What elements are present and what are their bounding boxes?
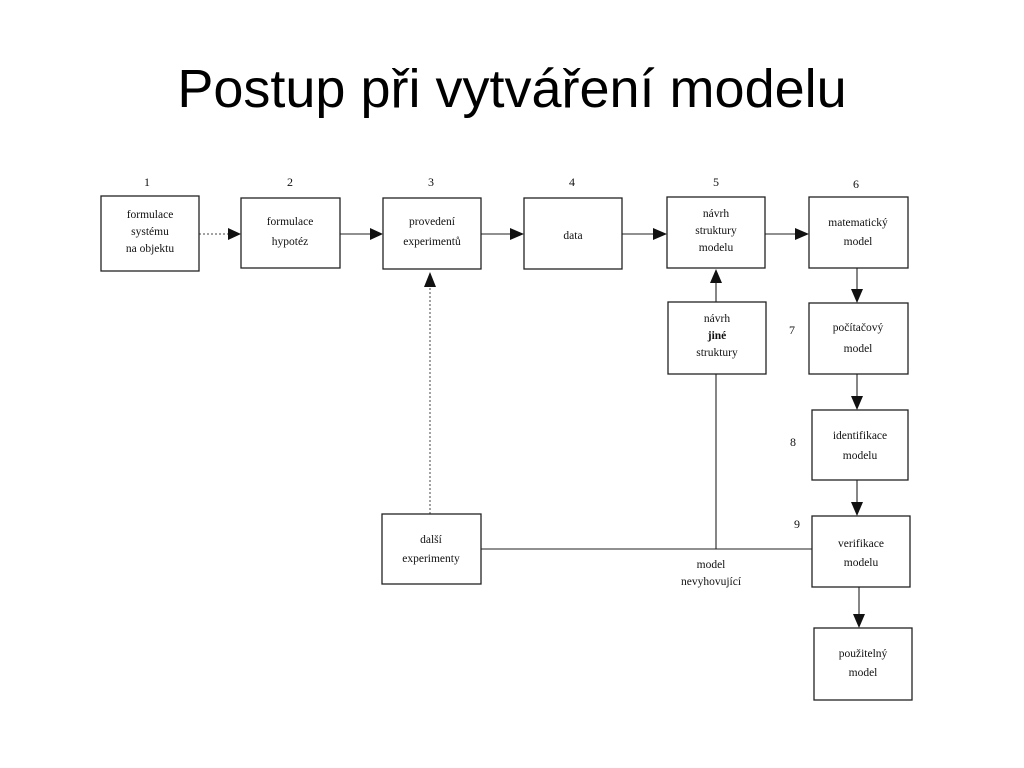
step-4-line-1: data (563, 230, 582, 242)
step-number-2: 2 (287, 175, 293, 189)
step-1-line-2: systému (131, 226, 169, 238)
more-experiments-line-2: experimenty (402, 553, 460, 565)
arrow-head-alt-5 (710, 269, 722, 283)
arrow-head-5-6 (795, 228, 809, 240)
feedback-label-line-1: model (697, 559, 726, 571)
step-5-line-3: modelu (699, 242, 734, 254)
alt-structure-line-2: jiné (707, 330, 727, 342)
step-9-line-1: verifikace (838, 538, 884, 550)
step-box-5: návrh struktury modelu (666, 196, 766, 269)
step-box-7: počítačový model (808, 302, 909, 375)
alt-structure-box: návrh jiné struktury (667, 301, 767, 375)
step-number-3: 3 (428, 175, 434, 189)
step-3-line-1: provedení (409, 216, 456, 228)
step-8-line-2: modelu (843, 450, 878, 462)
step-5-line-1: návrh (703, 208, 729, 220)
step-numbers: 1 2 3 4 5 6 7 8 9 (144, 175, 859, 531)
step-2-line-2: hypotéz (272, 236, 308, 248)
alt-structure-line-1: návrh (704, 313, 730, 325)
step-number-9: 9 (794, 517, 800, 531)
step-6-line-1: matematický (828, 217, 888, 229)
step-3-line-2: experimentů (403, 235, 461, 248)
step-box-6: matematický model (808, 196, 909, 269)
step-8-line-1: identifikace (833, 430, 887, 442)
arrow-head-9-usable (853, 614, 865, 628)
step-box-8: identifikace modelu (811, 409, 909, 481)
step-number-8: 8 (790, 435, 796, 449)
more-experiments-box: další experimenty (381, 513, 482, 585)
step-1-line-1: formulace (127, 209, 174, 221)
step-number-6: 6 (853, 177, 859, 191)
arrow-head-6-7 (851, 289, 863, 303)
arrow-head-4-5 (653, 228, 667, 240)
step-6-line-2: model (844, 236, 873, 248)
arrow-head-2-3 (370, 228, 383, 240)
feedback-label: model nevyhovující (681, 559, 742, 588)
alt-structure-line-3: struktury (696, 347, 738, 359)
step-5-line-2: struktury (695, 225, 737, 237)
connectors (199, 228, 865, 628)
step-7-line-2: model (844, 343, 873, 355)
step-box-9: verifikace modelu (811, 515, 911, 588)
step-box-3: provedení experimentů (382, 197, 482, 270)
usable-model-line-1: použitelný (839, 648, 888, 660)
arrow-head-1-2 (228, 228, 241, 240)
step-box-2: formulace hypotéz (240, 197, 341, 269)
step-7-line-1: počítačový (833, 322, 884, 334)
step-number-7: 7 (789, 323, 795, 337)
arrow-head-3-4 (510, 228, 524, 240)
step-number-5: 5 (713, 175, 719, 189)
page-title: Postup při vytváření modelu (177, 59, 847, 119)
step-number-1: 1 (144, 175, 150, 189)
feedback-label-line-2: nevyhovující (681, 576, 742, 588)
step-9-line-2: modelu (844, 557, 879, 569)
step-2-line-1: formulace (267, 216, 314, 228)
usable-model-box: použitelný model (813, 627, 913, 701)
step-number-4: 4 (569, 175, 575, 189)
arrow-head-more-3 (424, 272, 436, 287)
step-box-4: data (523, 197, 623, 270)
more-experiments-line-1: další (420, 534, 443, 546)
step-1-line-3: na objektu (126, 243, 174, 255)
step-box-1: formulace systému na objektu (100, 195, 200, 272)
arrow-head-7-8 (851, 396, 863, 410)
arrow-head-8-9 (851, 502, 863, 516)
usable-model-line-2: model (849, 667, 878, 679)
